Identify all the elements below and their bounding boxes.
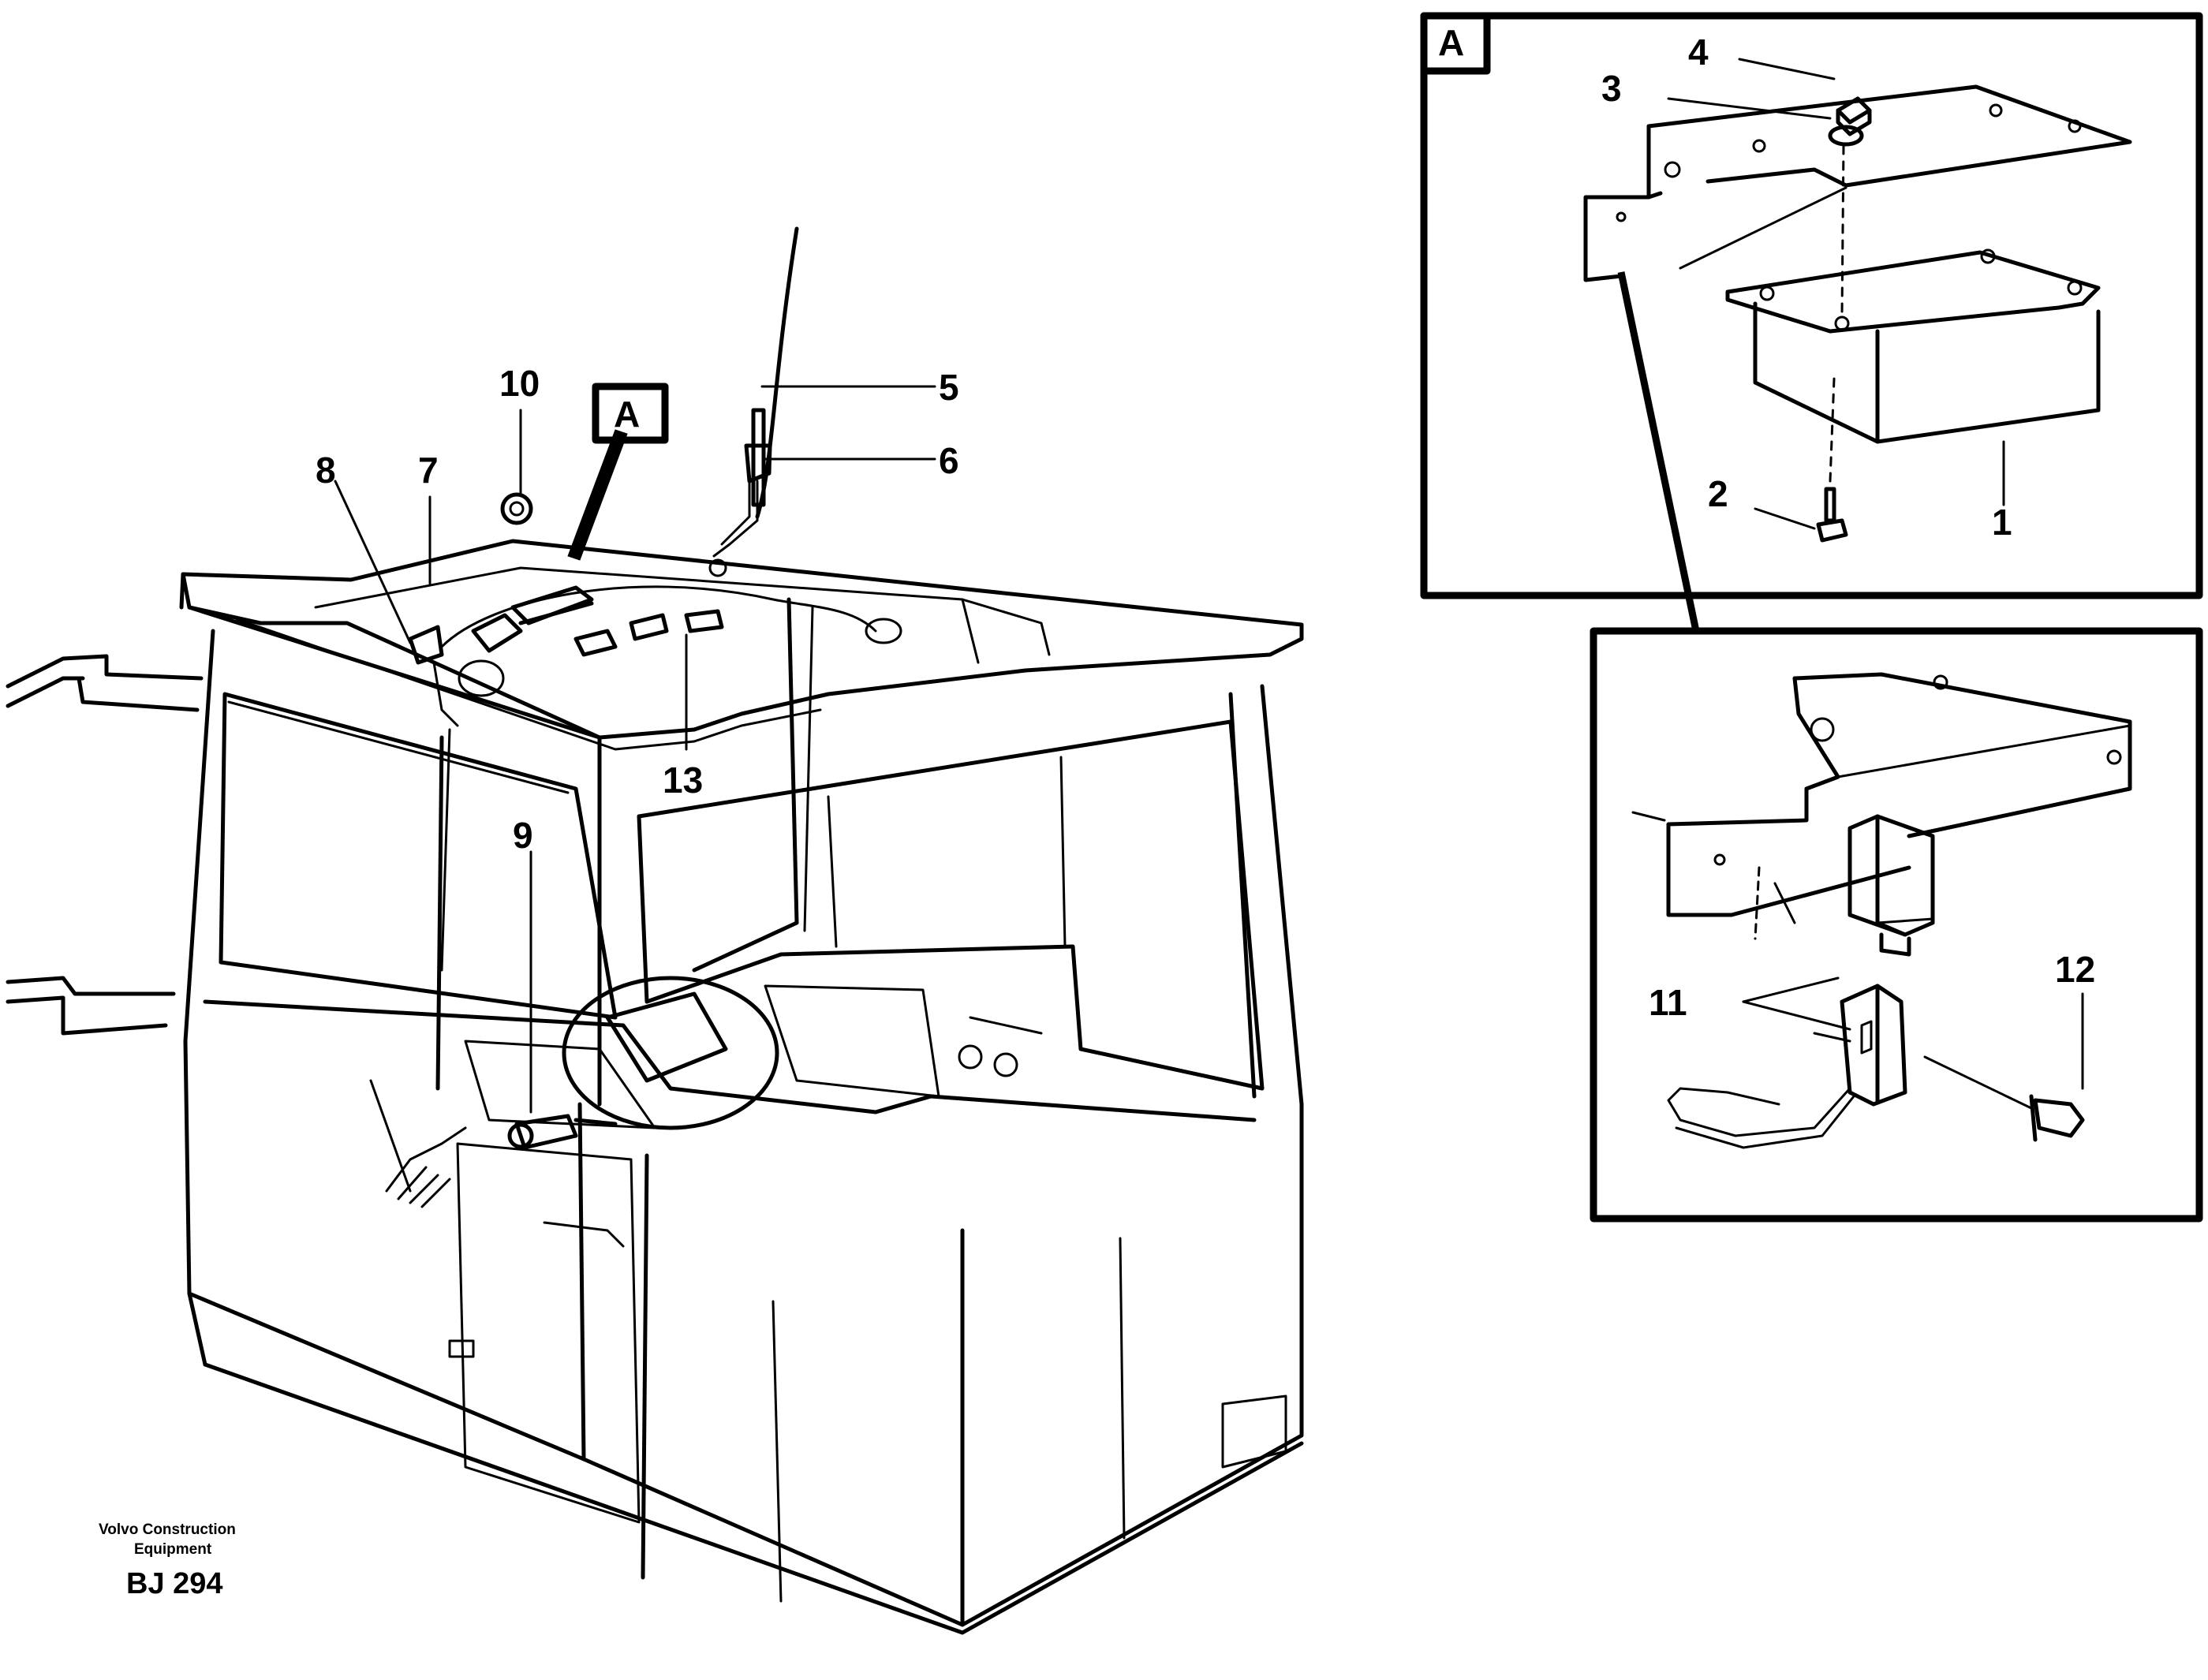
inset-connector	[1617, 271, 1700, 632]
detail-inset-relay: 11 12	[1590, 627, 2203, 1223]
callout-12: 12	[2055, 949, 2095, 990]
publisher-line-1: Volvo Construction	[99, 1521, 236, 1538]
detail-ref-letter-main: A	[614, 394, 640, 435]
callout-8: 8	[316, 450, 336, 491]
callout-13: 13	[663, 760, 703, 801]
detail-ref-marker-main: A	[592, 383, 669, 444]
callout-5: 5	[939, 367, 959, 408]
drawing-code: BJ 294	[126, 1567, 223, 1600]
callout-10: 10	[499, 363, 540, 404]
drawing-footer: Volvo Construction Equipment BJ 294	[99, 1521, 236, 1600]
inset-letter: A	[1438, 22, 1464, 63]
main-callouts: 5 6 10 7 8 13 9	[316, 363, 959, 856]
cab-illustration	[6, 226, 1304, 1635]
callout-7: 7	[418, 450, 439, 491]
leader-lines-main	[334, 385, 936, 1114]
callout-3: 3	[1601, 68, 1622, 109]
detail-inset-a: A 4 3 2 1	[1420, 12, 2203, 599]
callout-2: 2	[1708, 473, 1728, 514]
callout-6: 6	[939, 440, 959, 481]
callout-9: 9	[513, 815, 533, 856]
publisher-line-2: Equipment	[134, 1541, 212, 1558]
callout-1: 1	[1992, 502, 2012, 543]
callout-11: 11	[1649, 982, 1687, 1023]
callout-4: 4	[1688, 32, 1709, 73]
